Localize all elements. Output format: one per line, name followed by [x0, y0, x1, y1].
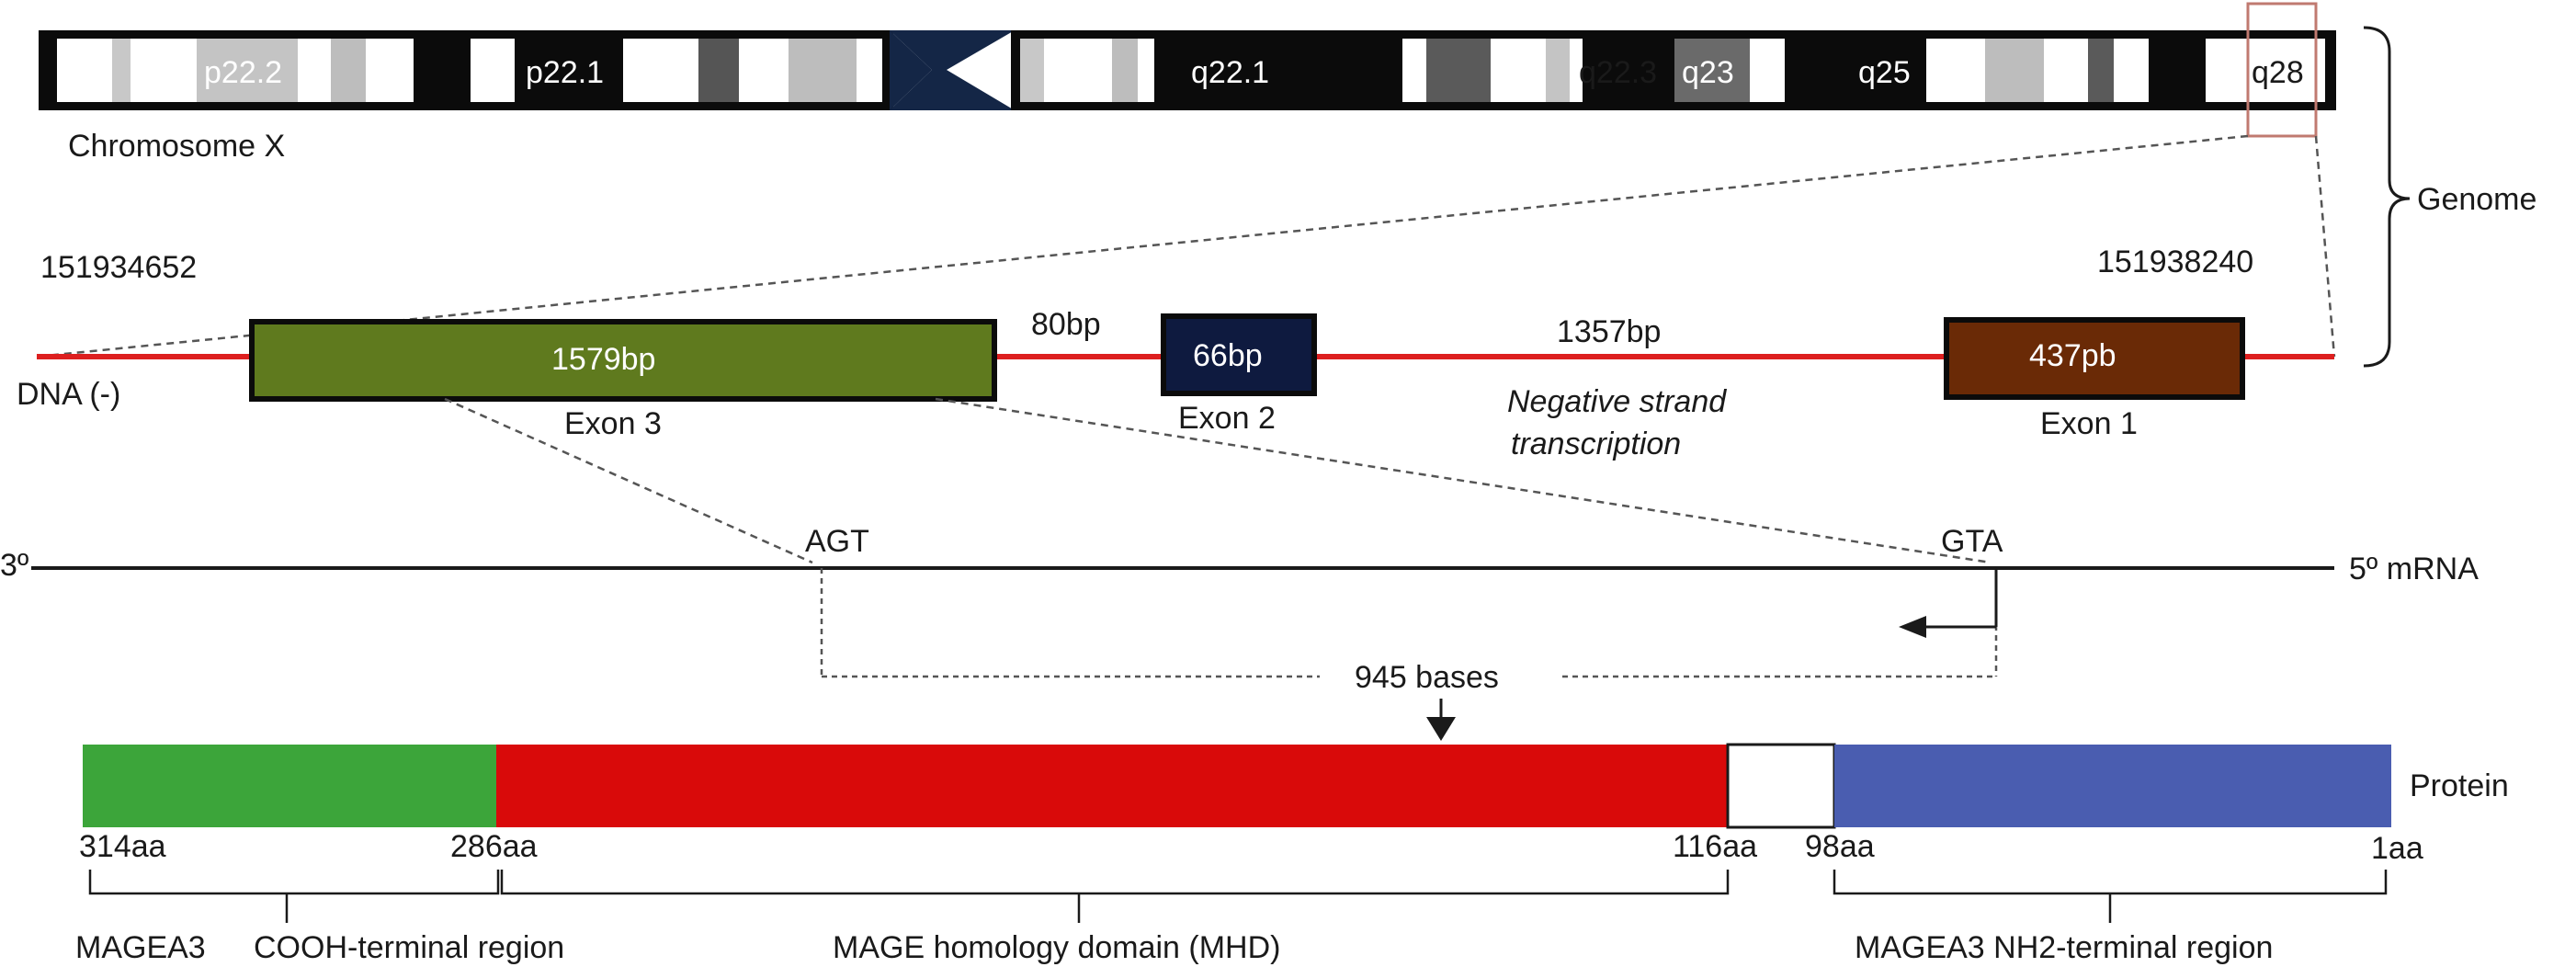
linker-bar: [1726, 743, 1836, 829]
exon-2-box: [1161, 313, 1317, 396]
mhd-domain-bar: [496, 745, 1728, 827]
exon-1-length: 437pb: [2029, 338, 2116, 373]
down-arrow-icon: [1426, 717, 1456, 741]
band-label: p22.1: [526, 55, 604, 90]
band-light: [789, 39, 857, 102]
intron-length: 1357bp: [1557, 314, 1661, 349]
mrna-3-end: 3º: [0, 548, 28, 583]
band-white: [1044, 39, 1112, 102]
band-label: q22.3: [1579, 55, 1657, 90]
band-white: [1491, 39, 1546, 102]
band-white: [57, 39, 112, 102]
band-light: [112, 39, 131, 102]
band-label: q28: [2252, 55, 2304, 90]
genome-brace: [2363, 26, 2411, 368]
zoom-line-right: [2314, 135, 2336, 358]
chromosome-x: p22.2 p22.1 q22.1 q22.3 q23 q25 q28: [39, 2, 2336, 138]
dna-strand-label: DNA (-): [17, 377, 120, 412]
exon-3-name: Exon 3: [564, 406, 662, 441]
band-white: [1926, 39, 1985, 102]
transcription-note: transcription: [1511, 427, 1681, 461]
q28-highlight-box: [2246, 2, 2318, 138]
band-label: q25: [1858, 55, 1911, 90]
cooh-region-brace: [88, 870, 500, 923]
exon-1-name: Exon 1: [2040, 406, 2138, 441]
stop-codon: AGT: [805, 524, 869, 559]
transcription-note: Negative strand: [1507, 384, 1727, 419]
mrna-5-end: 5º mRNA: [2349, 552, 2479, 586]
aa-position: 286aa: [450, 829, 538, 864]
band-light: [1020, 39, 1044, 102]
band-light: [1112, 39, 1138, 102]
band-light: [1985, 39, 2044, 102]
nh2-domain-bar: [1834, 745, 2391, 827]
exon-3-length: 1579bp: [551, 342, 655, 377]
cds-line-left: [444, 397, 813, 564]
zoom-line-left: [36, 134, 2249, 358]
band-q23: [1674, 39, 1750, 102]
cooh-region-label: COOH-terminal region: [254, 930, 564, 965]
band-dark: [2088, 39, 2114, 102]
protein-label: Protein: [2410, 768, 2509, 803]
exon-3-box: [249, 319, 997, 402]
band-white: [739, 39, 789, 102]
band-light: [1546, 39, 1570, 102]
band-white: [2114, 39, 2149, 102]
band-q28: [2206, 39, 2325, 102]
nh2-region-brace: [1833, 870, 2388, 923]
band-label: p22.2: [204, 55, 282, 90]
band-white: [2044, 39, 2088, 102]
exon-2-name: Exon 2: [1178, 401, 1276, 436]
cooh-domain-bar: [83, 745, 498, 827]
aa-position: 314aa: [79, 829, 166, 864]
genome-label: Genome: [2417, 182, 2536, 217]
band-white: [471, 39, 515, 102]
band-white: [366, 39, 414, 102]
band-label: q22.1: [1191, 55, 1269, 90]
exon-1-box: [1944, 317, 2245, 400]
band-dark: [1426, 39, 1491, 102]
band-label: q23: [1682, 55, 1734, 90]
coord-end: 151938240: [2097, 245, 2253, 279]
coord-start: 151934652: [40, 250, 197, 285]
band-white: [1750, 39, 1785, 102]
cds-line-right: [935, 397, 1992, 564]
mhd-region-label: MAGE homology domain (MHD): [833, 930, 1280, 965]
exon-2-length: 66bp: [1193, 338, 1263, 373]
centromere: [890, 30, 1015, 110]
centromere-notch: [890, 30, 932, 110]
aa-position: 1aa: [2371, 831, 2423, 866]
band-light: [331, 39, 366, 102]
cooh-prefix: MAGEA3: [75, 930, 206, 965]
mhd-region-brace: [500, 870, 1730, 923]
chromosome-name: Chromosome X: [68, 129, 285, 164]
band-white: [131, 39, 197, 102]
band-white: [1570, 39, 1583, 102]
start-codon: GTA: [1941, 524, 2003, 559]
cds-length: 945 bases: [1355, 660, 1499, 695]
band-white: [857, 39, 882, 102]
nh2-region-label: MAGEA3 NH2-terminal region: [1855, 930, 2273, 965]
aa-position: 98aa: [1805, 829, 1875, 864]
start-arrow-head-icon: [1899, 616, 1926, 638]
band-white: [1402, 39, 1426, 102]
band-white: [623, 39, 698, 102]
band-white: [298, 39, 331, 102]
band-dark: [698, 39, 739, 102]
band-p22-2: [197, 39, 298, 102]
band-white: [1138, 39, 1154, 102]
aa-position: 116aa: [1673, 829, 1757, 864]
intron-length: 80bp: [1031, 307, 1101, 342]
